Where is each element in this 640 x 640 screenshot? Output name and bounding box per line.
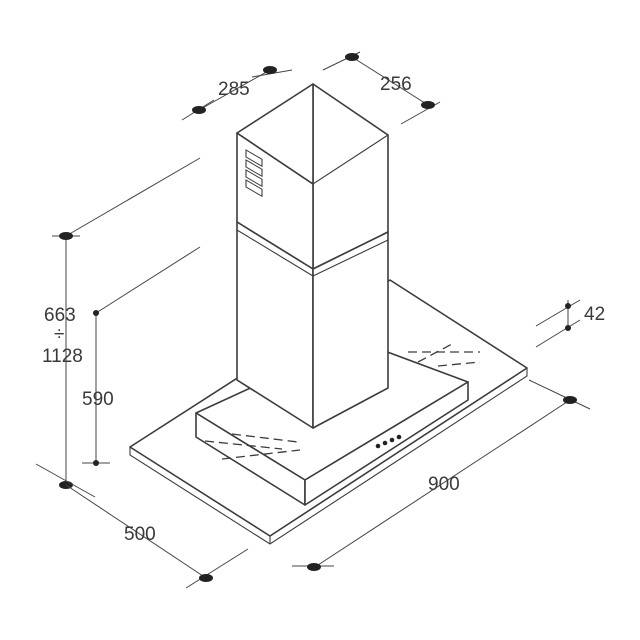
dim-glass-thickness xyxy=(535,299,581,348)
dim-width xyxy=(292,379,591,571)
label-height-range-bottom: 1128 xyxy=(42,346,83,367)
label-chimney-depth: 285 xyxy=(218,79,250,100)
label-depth: 500 xyxy=(124,524,156,545)
label-chimney-width: 256 xyxy=(380,74,412,95)
control-button-2 xyxy=(382,440,388,446)
label-height-range-top: 663 xyxy=(44,305,76,326)
vent-grille xyxy=(245,149,263,198)
label-glass-thickness: 42 xyxy=(584,304,605,325)
dim-depth xyxy=(35,463,249,589)
dim-chimney-depth xyxy=(181,66,293,121)
glass-reflection-marks xyxy=(408,343,481,367)
chimney xyxy=(236,83,389,429)
control-button-1 xyxy=(375,443,381,449)
label-width: 900 xyxy=(428,474,460,495)
control-button-4 xyxy=(396,434,402,440)
control-button-3 xyxy=(389,437,395,443)
dim-chimney-width xyxy=(322,51,441,125)
dim-canopy-height xyxy=(82,246,201,466)
control-panel xyxy=(375,434,402,449)
label-height-range-separator: ÷ xyxy=(54,324,64,345)
label-glass-to-canopy: 590 xyxy=(82,389,114,410)
